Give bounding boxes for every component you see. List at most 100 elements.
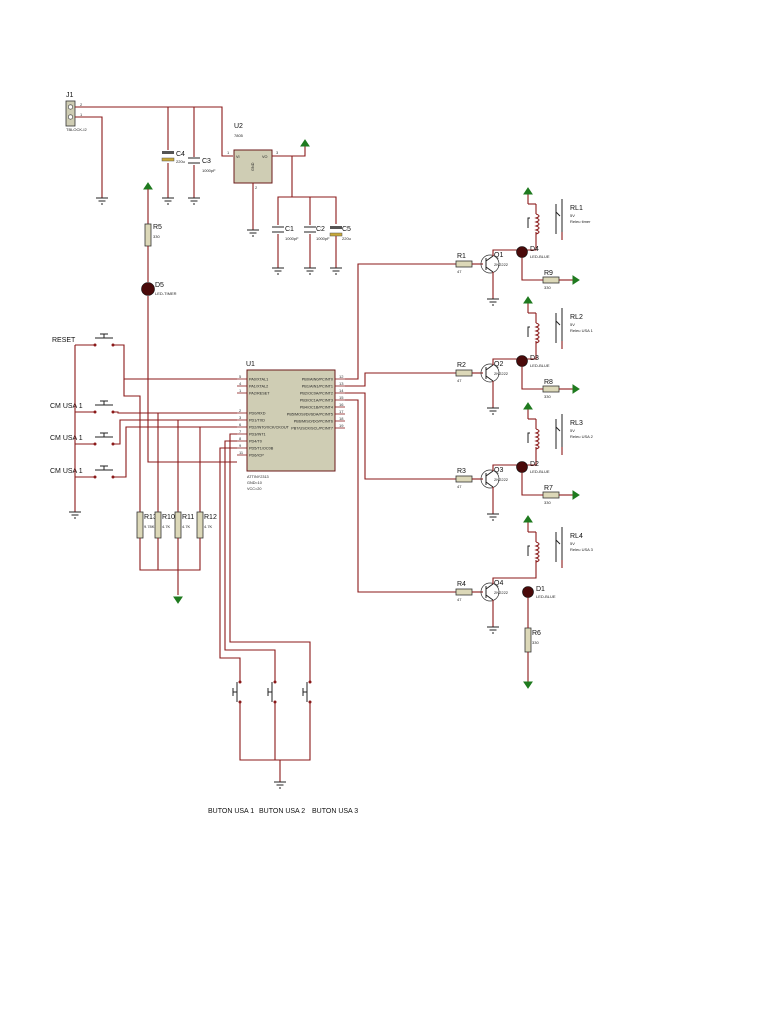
r4-ref: R4 bbox=[457, 581, 466, 588]
d1-ref: D1 bbox=[536, 586, 545, 593]
r5-ref: R5 bbox=[153, 224, 162, 231]
power-arrow bbox=[523, 681, 533, 689]
r10-ref: R10 bbox=[162, 514, 175, 521]
power-arrow bbox=[523, 187, 533, 195]
r8-value: 330 bbox=[544, 394, 551, 399]
r11-value: 4.7K bbox=[182, 524, 191, 529]
d3-ref: D3 bbox=[530, 355, 539, 362]
rl4-ref: RL4 bbox=[570, 533, 583, 540]
u1-footer-gnd: GND=10 bbox=[247, 481, 262, 485]
resistor-r13[interactable]: R13 9.78K bbox=[136, 511, 157, 539]
buton-usa-switch-3[interactable] bbox=[302, 680, 312, 704]
rl4-value: Releu USA 3 bbox=[570, 547, 594, 552]
led-d5[interactable]: D5 LED-TIMER bbox=[141, 282, 177, 296]
r6-ref: R6 bbox=[532, 630, 541, 637]
buton-usa-switch-1[interactable] bbox=[232, 680, 242, 704]
microcontroller-u1[interactable]: U1 5PA0/XTAL14PA1/XTAL21PA2/RESET2PD0/RX… bbox=[237, 361, 345, 491]
reset-switch[interactable] bbox=[75, 333, 115, 347]
buton-usa-switch-2[interactable] bbox=[267, 680, 277, 704]
capacitor-c3[interactable]: C3 1000pF bbox=[188, 157, 216, 173]
rl1-ref: RL1 bbox=[570, 205, 583, 212]
r9-ref: R9 bbox=[544, 270, 553, 277]
u1-pin-number: 4 bbox=[239, 381, 242, 386]
u1-pin-number: 13 bbox=[339, 381, 344, 386]
ground-symbol bbox=[487, 407, 499, 415]
c1-ref: C1 bbox=[285, 226, 294, 233]
q2-ref: Q2 bbox=[494, 361, 503, 368]
cm-usa-switch-2[interactable] bbox=[75, 432, 115, 446]
capacitor-c1[interactable]: C1 1000pF bbox=[272, 226, 299, 241]
bottom-buttons-section: BUTON USA 1 BUTON USA 2 BUTON USA 3 bbox=[208, 680, 358, 815]
u1-pin-number: 9 bbox=[239, 443, 242, 448]
r7-ref: R7 bbox=[544, 485, 553, 492]
r7-value: 330 bbox=[544, 500, 551, 505]
resistor-r12[interactable]: R12 4.7K bbox=[196, 511, 217, 539]
resistor-r10[interactable]: R10 4.7K bbox=[154, 511, 175, 539]
resistor-r11[interactable]: R11 4.7K bbox=[174, 511, 194, 539]
u1-pin-number: 12 bbox=[339, 374, 344, 379]
u1-pin-number: 15 bbox=[339, 395, 344, 400]
u2-vo-label: VO bbox=[262, 155, 268, 159]
power-arrow bbox=[572, 384, 580, 394]
resistor-r7[interactable]: R7 330 bbox=[542, 485, 560, 505]
ground-symbol bbox=[330, 267, 342, 275]
resistor-r5[interactable]: R5 330 bbox=[144, 223, 162, 247]
ground-symbol bbox=[487, 298, 499, 306]
ground-symbol bbox=[304, 267, 316, 275]
capacitor-c5[interactable]: C5 220u bbox=[329, 226, 351, 241]
u1-pin-label: PB2/OC0A/PCINT2 bbox=[300, 392, 333, 396]
r10-value: 4.7K bbox=[162, 524, 171, 529]
u1-pin-label: PD5/T1/OC0B bbox=[249, 447, 274, 451]
r1-value: 47 bbox=[457, 269, 462, 274]
buton-usa-label-2: BUTON USA 2 bbox=[259, 808, 305, 815]
reset-label: RESET bbox=[52, 337, 76, 344]
c4-value: 220u bbox=[176, 159, 185, 164]
connector-j1[interactable]: J1 TBLOCK-I2 2 1 bbox=[65, 92, 87, 132]
cm-usa-label-3: CM USA 1 bbox=[50, 468, 83, 475]
u1-ref: U1 bbox=[246, 361, 255, 368]
capacitor-c4[interactable]: C4 220u bbox=[161, 151, 185, 164]
cm-usa-label-2: CM USA 1 bbox=[50, 435, 83, 442]
u1-pin-label: PB1/AIN1/PCINT1 bbox=[302, 385, 333, 389]
u2-ref: U2 bbox=[234, 123, 243, 130]
regulator-u2[interactable]: U2 7805 VI VO GND 1 3 2 bbox=[227, 123, 279, 190]
rl1-value: Releu timer bbox=[570, 219, 591, 224]
u1-footer-part: ATTINY2313 bbox=[247, 475, 269, 479]
c2-value: 1000pF bbox=[316, 236, 330, 241]
q1-value: 2N2222 bbox=[494, 262, 509, 267]
r2-value: 47 bbox=[457, 378, 462, 383]
u2-pin1: 1 bbox=[227, 150, 230, 155]
buton-usa-label-1: BUTON USA 1 bbox=[208, 808, 254, 815]
rl4-voltage: 5V bbox=[570, 541, 575, 546]
capacitor-c2[interactable]: C2 1000pF bbox=[304, 226, 330, 241]
ground-symbol bbox=[487, 626, 499, 634]
r5-value: 330 bbox=[153, 234, 160, 239]
c5-value: 220u bbox=[342, 236, 351, 241]
power-arrow bbox=[572, 490, 580, 500]
